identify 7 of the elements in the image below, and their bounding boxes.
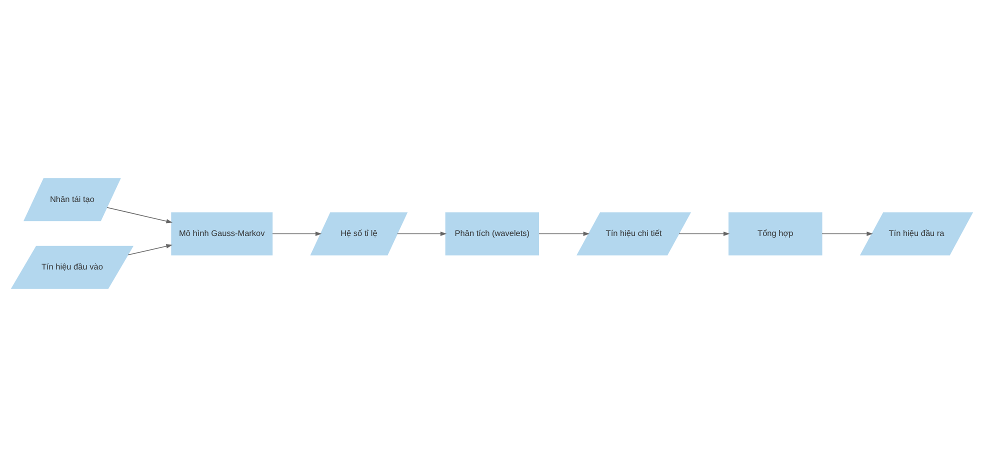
arrow <box>272 231 322 236</box>
arrow <box>106 206 173 223</box>
arrow <box>538 231 590 236</box>
arrow <box>397 231 447 236</box>
arrow <box>128 244 172 255</box>
arrow <box>822 231 873 236</box>
arrow <box>678 231 730 236</box>
